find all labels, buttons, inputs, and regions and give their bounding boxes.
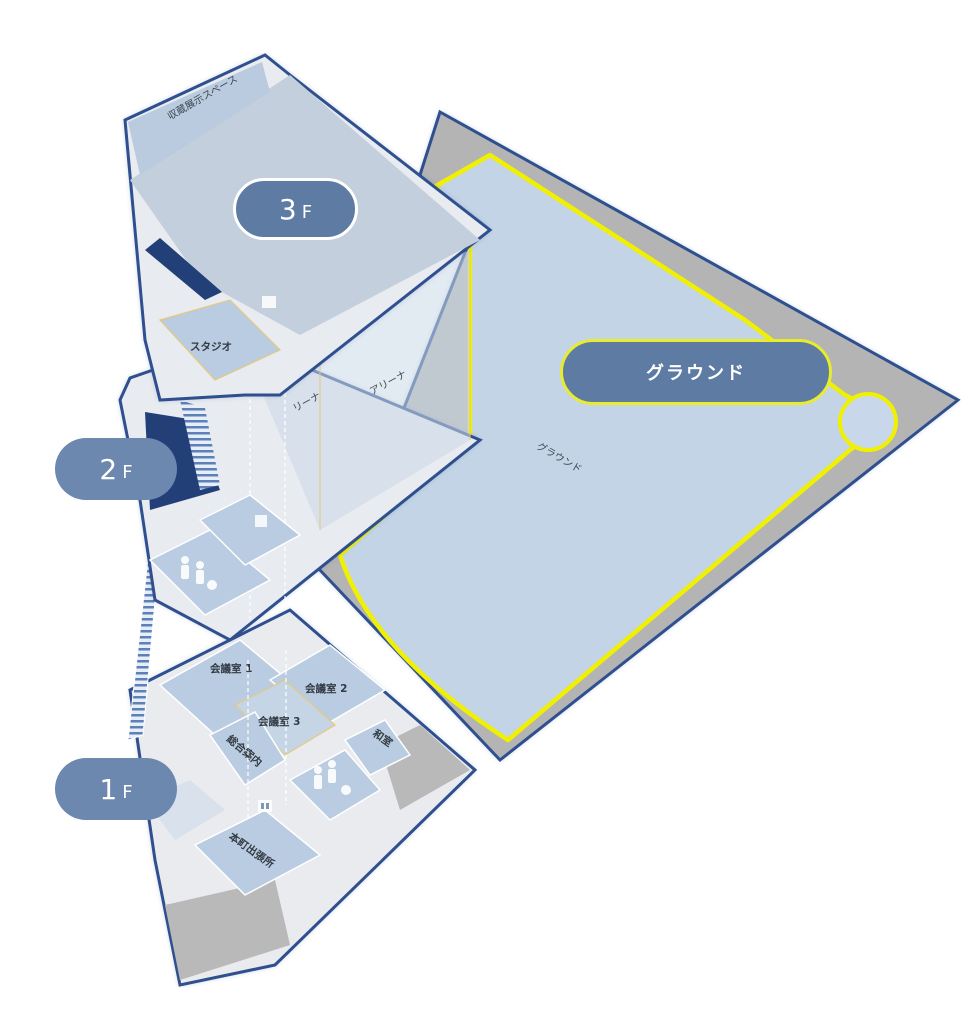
floor-3f-number: 3 — [278, 192, 299, 226]
meeting-room-1-label: 会議室 1 — [210, 662, 252, 675]
restroom-block-1f[interactable] — [288, 749, 382, 821]
restroom-block-2f[interactable] — [148, 529, 272, 616]
elevator-icon — [255, 515, 267, 527]
stair-block-3f — [145, 238, 222, 300]
studio-room[interactable] — [158, 299, 282, 381]
japanese-room[interactable] — [343, 719, 412, 776]
floor-1f-plan[interactable]: 会議室 1 会議室 2 会議室 3 総合案内 和室 本町出張所 — [128, 608, 478, 987]
elevator-icon — [258, 800, 272, 812]
staircase — [180, 400, 220, 490]
gray-zone — [165, 880, 290, 980]
meeting-room-3-label: 会議室 3 — [258, 715, 300, 728]
studio-label: スタジオ — [190, 341, 232, 353]
restroom-icon — [181, 556, 217, 590]
restroom-icon — [314, 760, 351, 795]
floor-1f-suffix: F — [122, 781, 133, 803]
floor-2f-suffix: F — [122, 461, 133, 483]
floor-2f-button[interactable]: 2 F — [55, 438, 177, 500]
floor-1f-button[interactable]: 1 F — [55, 758, 177, 820]
floor-3f-button[interactable]: 3 F — [233, 178, 358, 240]
floor-2f-plan[interactable]: アリーナ リーナ — [118, 250, 483, 820]
floor-3f-suffix: F — [301, 201, 313, 223]
elevator-icon — [262, 296, 276, 308]
meeting-room-2-label: 会議室 2 — [305, 682, 347, 695]
branch-office[interactable] — [193, 809, 322, 896]
ground-button[interactable]: グラウンド — [560, 339, 832, 405]
floor-1f-number: 1 — [99, 772, 120, 806]
ground-area[interactable]: グラウンド — [315, 109, 961, 763]
floor-2f-number: 2 — [99, 452, 120, 486]
elevator-hall-2f[interactable] — [198, 494, 302, 566]
exhibition-space[interactable] — [128, 62, 270, 175]
general-info-area[interactable] — [208, 711, 287, 787]
ground-button-label: グラウンド — [646, 363, 746, 384]
